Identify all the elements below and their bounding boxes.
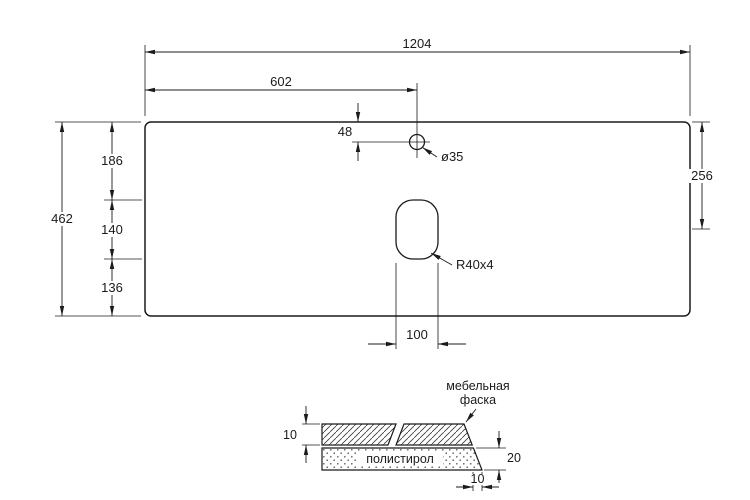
label-backing: [357, 452, 443, 465]
dim-label-cutout-to-front: 136: [101, 280, 123, 295]
countertop-outline: [144, 121, 691, 317]
chamfer-label-line2: фаска: [460, 393, 496, 407]
label-backing: [467, 474, 488, 485]
dim-label-total-width: 1204: [403, 36, 432, 51]
dim-label-cutout-radius: R40x4: [456, 257, 494, 272]
label-backing: [98, 281, 126, 295]
faucet-hole: [408, 133, 426, 151]
top-view: 1204 602 48 ø35 462 186 140 136: [48, 36, 716, 349]
dim-label-faucet-diameter: ø35: [441, 149, 463, 164]
dim-label-back-to-cutout-center: 256: [691, 168, 713, 183]
dim-label-cutout-length: 140: [101, 222, 123, 237]
label-backing: [98, 154, 126, 168]
leader-cutout-radius: [430, 252, 453, 266]
leader-chamfer: [465, 408, 477, 423]
dim-label-chamfer-width: 10: [471, 472, 485, 486]
slab-section-right: [395, 423, 474, 446]
label-backing: [98, 223, 126, 237]
chamfer-label-line1: мебельная: [446, 379, 509, 393]
dim-label-faucet-offset: 48: [338, 124, 352, 139]
label-backing: [48, 212, 76, 226]
dim-label-edge-height: 20: [507, 451, 521, 465]
slab-section-left: [321, 423, 397, 446]
dim-label-total-depth: 462: [51, 211, 73, 226]
dim-label-cutout-width: 100: [406, 327, 428, 342]
dim-label-center-offset: 602: [270, 74, 292, 89]
filler-material-label: полистирол: [366, 452, 434, 466]
label-backing: [688, 169, 716, 183]
leader-faucet-diameter: [422, 147, 438, 158]
dim-label-top-thickness: 10: [283, 428, 297, 442]
section-view: полистирол мебельная фаска 10 20 10: [283, 379, 521, 491]
dim-label-back-to-cutout: 186: [101, 153, 123, 168]
sink-cutout: [395, 199, 439, 260]
